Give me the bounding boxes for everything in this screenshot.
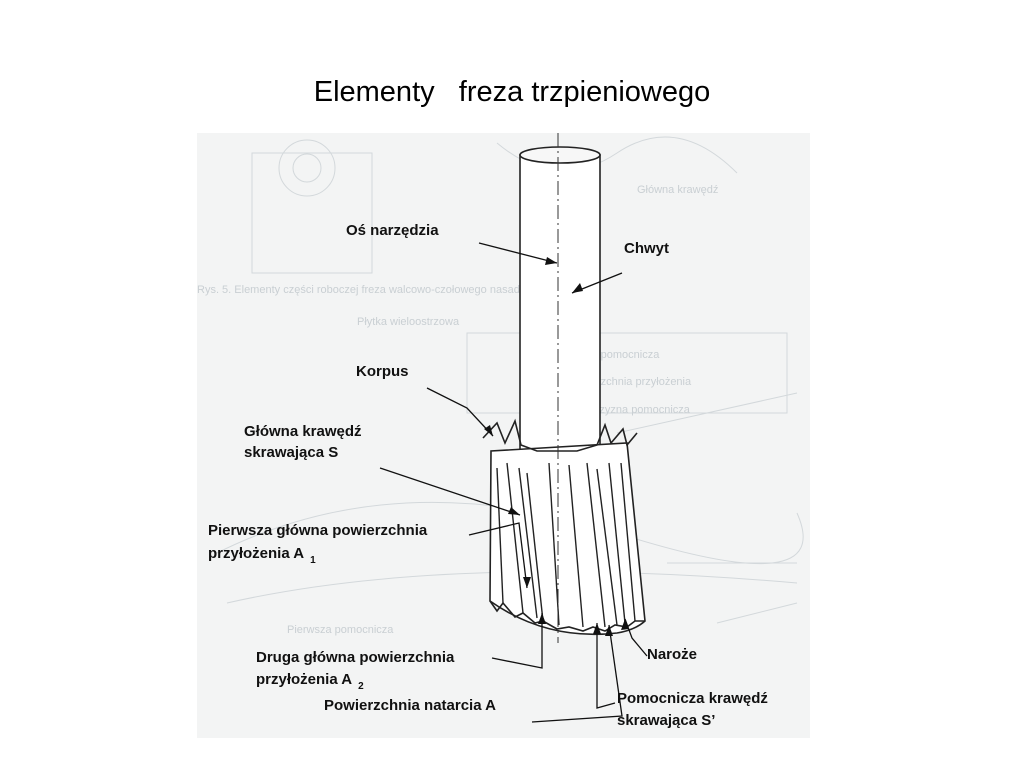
label-glowna-krawedz-2: skrawająca S <box>244 444 338 461</box>
label-druga-subscript: 2 <box>358 681 364 692</box>
svg-text:Główna krawędź: Główna krawędź <box>637 184 718 196</box>
label-pomocnicza-1: Pomocnicza krawędź <box>617 690 768 707</box>
label-druga-2: przyłożenia A 2 <box>256 671 364 692</box>
end-mill-diagram: Rys. 5. Elementy części roboczej freza w… <box>197 133 810 738</box>
label-pierwsza-subscript: 1 <box>310 555 316 566</box>
label-pomocnicza-2: skrawająca S’ <box>617 712 715 729</box>
label-korpus: Korpus <box>356 363 409 380</box>
leader-lines <box>379 242 648 723</box>
label-pierwsza-1: Pierwsza główna powierzchnia <box>208 522 428 539</box>
shank <box>519 146 601 476</box>
label-os-narzedzia: Oś narzędzia <box>346 222 439 239</box>
label-naroze: Naroże <box>647 646 697 663</box>
svg-text:Rys. 5. Elementy części roboc: Rys. 5. Elementy części roboczej freza w… <box>197 284 556 296</box>
label-powierzchnia-natarcia: Powierzchnia natarcia A <box>324 697 496 714</box>
label-chwyt: Chwyt <box>624 240 669 257</box>
end-mill-drawing: Rys. 5. Elementy części roboczej freza w… <box>197 133 804 729</box>
svg-text:Pierwsza pomocnicza: Pierwsza pomocnicza <box>287 624 394 636</box>
leader-arrowheads <box>484 257 629 636</box>
label-druga-1: Druga główna powierzchnia <box>256 649 455 666</box>
cutter-body <box>482 418 646 636</box>
label-glowna-krawedz-1: Główna krawędź <box>244 423 362 440</box>
label-pierwsza-2: przyłożenia A 1 <box>208 545 316 566</box>
label-pierwsza-2-text: przyłożenia A <box>208 545 304 562</box>
svg-text:Płytka wieloostrzowa: Płytka wieloostrzowa <box>357 316 460 328</box>
slide-title: Elementy freza trzpieniowego <box>313 76 711 108</box>
label-druga-2-text: przyłożenia A <box>256 671 352 688</box>
